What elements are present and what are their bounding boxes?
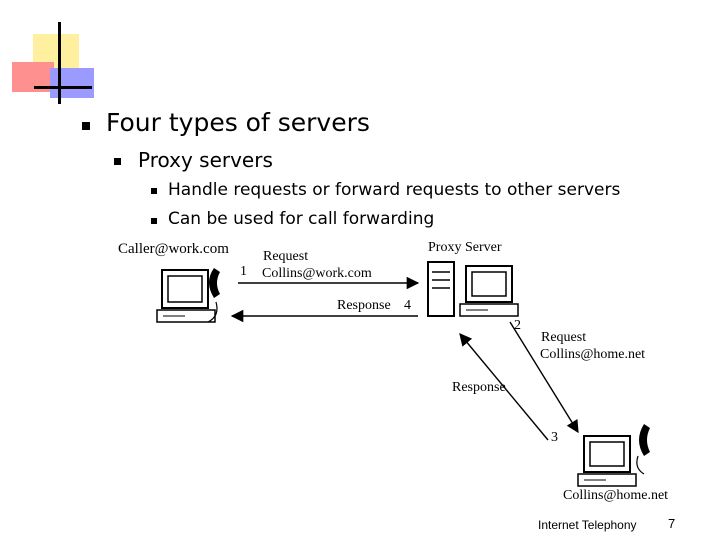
request-address-1: Collins@work.com — [262, 266, 372, 281]
proxy-server-label: Proxy Server — [428, 240, 502, 255]
footer-topic: Internet Telephony — [538, 518, 637, 532]
bullet-level2: Proxy servers — [138, 148, 273, 172]
callee-computer-icon — [577, 435, 637, 487]
bullet-marker-level1 — [82, 122, 90, 130]
caller-phone-icon — [207, 268, 220, 323]
proxy-server-icon — [427, 261, 519, 317]
bullet-marker-level3 — [151, 218, 157, 224]
request-arrow-2 — [509, 321, 579, 434]
step-number-1: 1 — [240, 264, 247, 279]
step-number-2: 2 — [514, 318, 521, 333]
page-number: 7 — [668, 516, 676, 531]
request-label-2: Request — [541, 330, 587, 345]
bullet-level3: Can be used for call forwarding — [168, 209, 435, 229]
bullet-marker-level2 — [114, 158, 121, 165]
caller-label: Caller@work.com — [118, 241, 229, 257]
bullet-marker-level3 — [151, 188, 157, 194]
caller-computer-icon — [156, 269, 216, 323]
step-number-3: 3 — [551, 430, 558, 445]
step-number-4: 4 — [404, 298, 411, 313]
request-label-1: Request — [263, 249, 309, 264]
request-address-2: Collins@home.net — [540, 347, 646, 362]
response-label-2: Response — [452, 380, 506, 395]
response-arrow-3 — [459, 333, 549, 441]
slide-title: Four types of servers — [106, 108, 370, 137]
callee-phone-icon — [636, 424, 650, 475]
bullet-level3: Handle requests or forward requests to o… — [168, 180, 621, 200]
response-label-1: Response — [337, 298, 391, 313]
callee-label: Collins@home.net — [563, 488, 669, 503]
